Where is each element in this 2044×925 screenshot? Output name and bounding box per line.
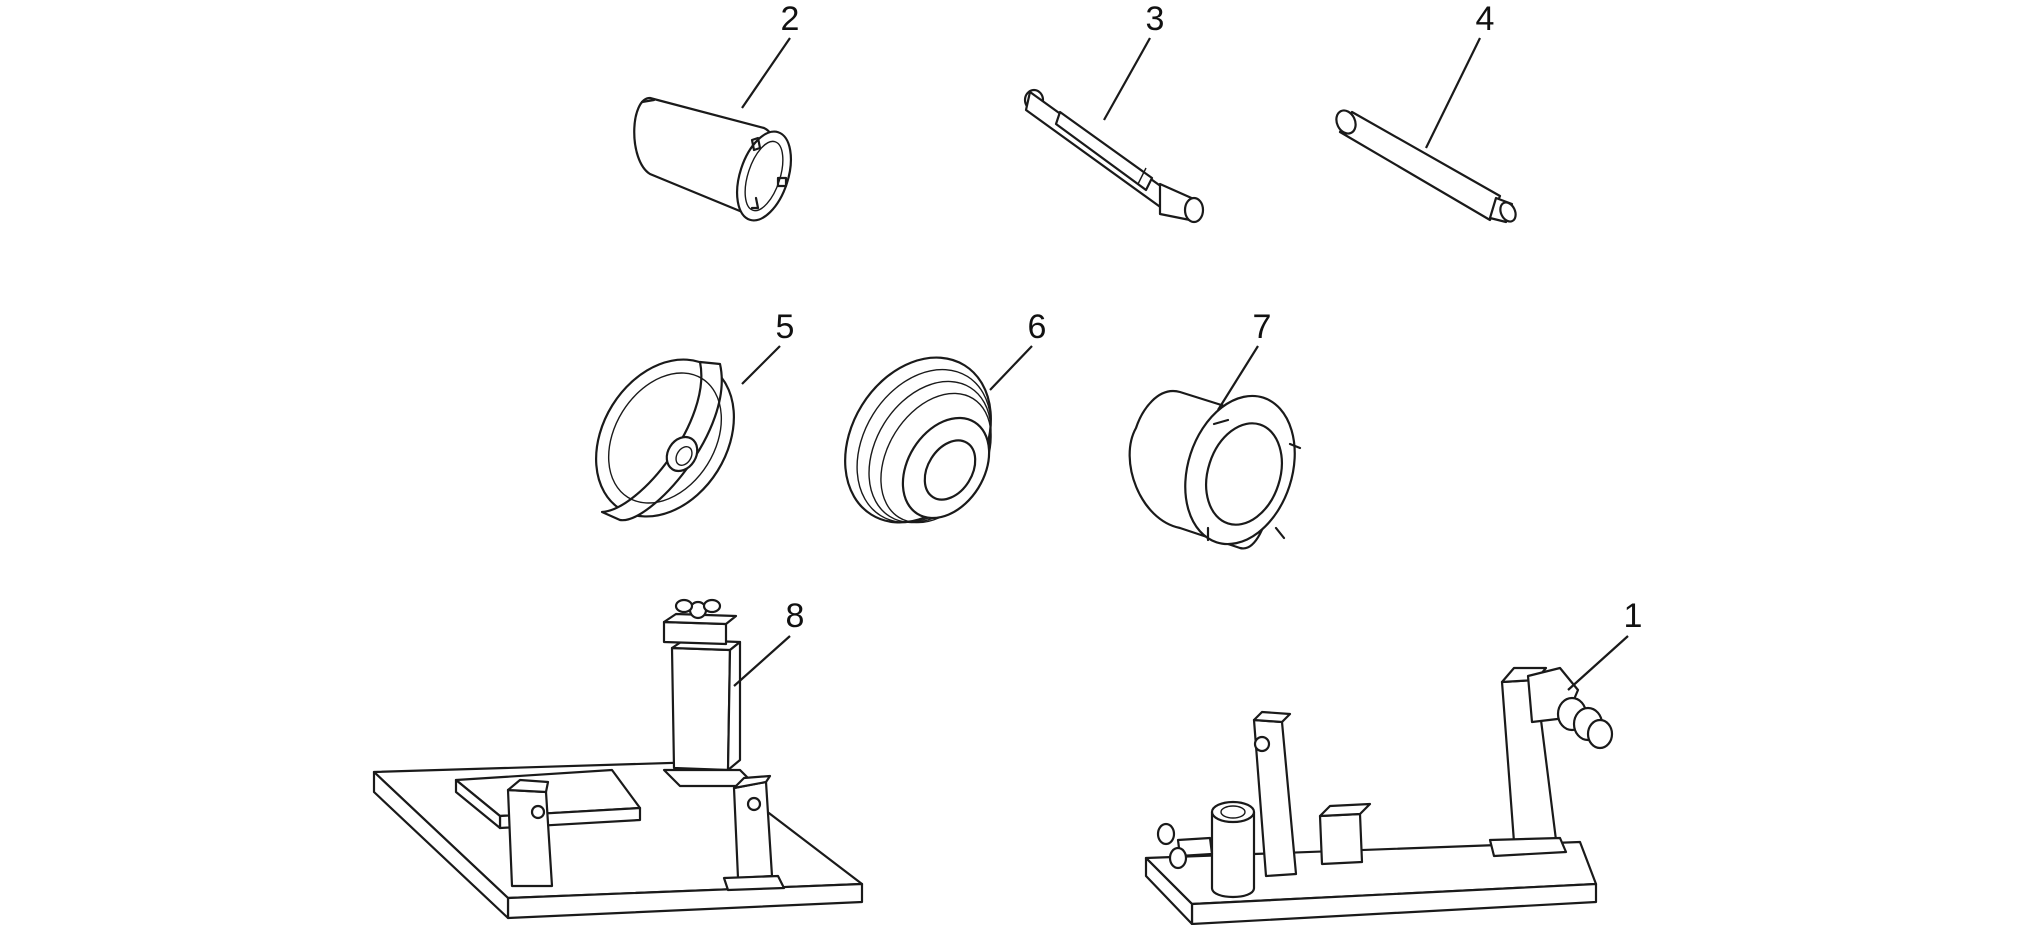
callout-label-6: 6 [1028, 308, 1047, 346]
callout-1: 1 [1567, 597, 1643, 691]
callout-7: 7 [1217, 308, 1272, 411]
callout-label-8: 8 [786, 597, 805, 635]
tool-6-grooved-ring [844, 356, 992, 524]
callout-label-5: 5 [776, 308, 795, 346]
callout-3: 3 [1103, 0, 1165, 121]
callout-8: 8 [733, 597, 805, 687]
tool-7-castellated-socket [1128, 389, 1302, 550]
callout-2: 2 [741, 0, 800, 109]
tool-8-base-plate-fixture [372, 598, 864, 920]
tool-2-slotted-sleeve [633, 96, 792, 222]
callout-label-3: 3 [1146, 0, 1165, 38]
callout-label-1: 1 [1624, 597, 1643, 635]
tool-3-stepped-pin [1023, 88, 1205, 224]
callout-label-4: 4 [1476, 0, 1495, 38]
callout-label-2: 2 [781, 0, 800, 38]
callout-label-7: 7 [1253, 308, 1272, 346]
tool-4-plain-pin [1335, 109, 1517, 224]
tool-5-press-disc [595, 358, 735, 522]
callout-4: 4 [1425, 0, 1495, 149]
callout-6: 6 [989, 308, 1047, 391]
callout-5: 5 [741, 308, 795, 385]
tool-1-bearing-press-fixture [1144, 666, 1614, 925]
